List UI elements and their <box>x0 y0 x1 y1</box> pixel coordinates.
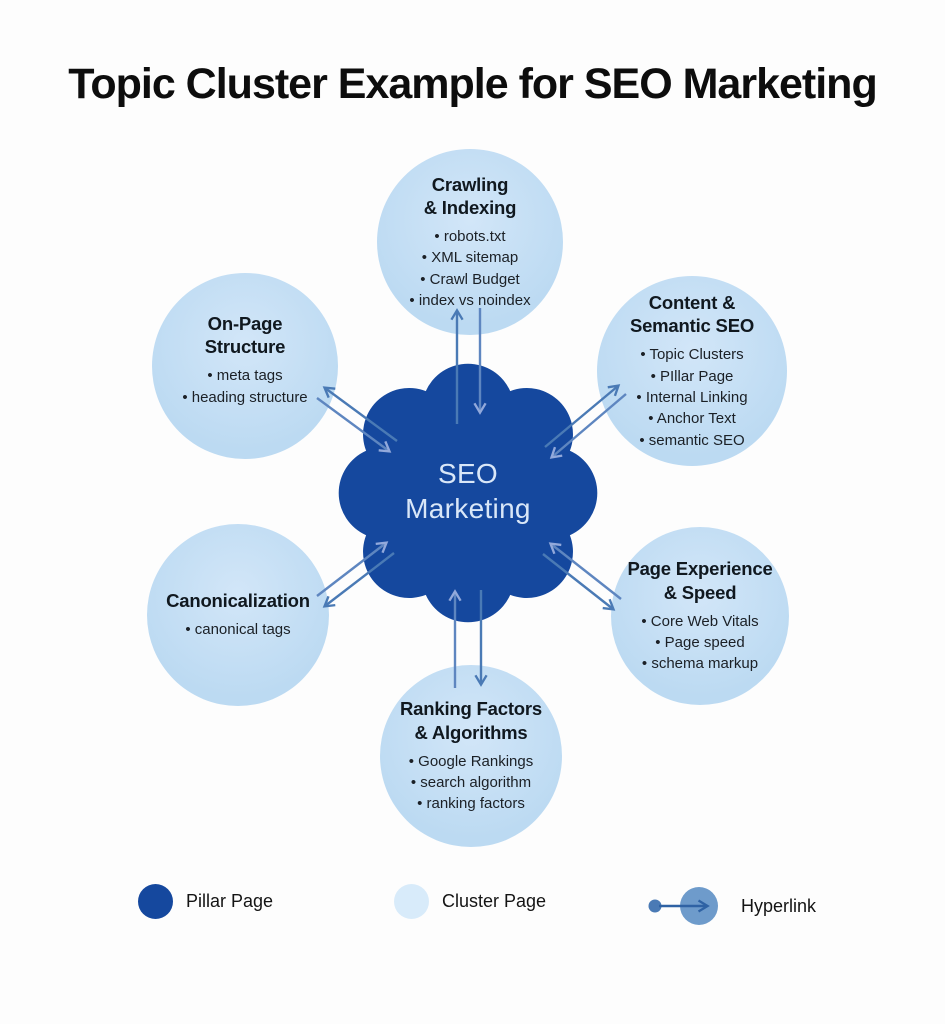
bullet-item: • search algorithm <box>410 773 532 791</box>
pillar-page-label: SEO Marketing <box>405 458 531 524</box>
cluster-content: Page Experience & Speed • Core Web Vital… <box>627 557 772 674</box>
legend-label: Cluster Page <box>442 891 547 911</box>
hyperlink-arrow-in <box>316 541 389 597</box>
cluster-title: Ranking Factors & Algorithms <box>400 698 542 743</box>
bullet-item: • Anchor Text <box>648 410 736 428</box>
bullet-item: • Page speed <box>655 633 745 651</box>
legend-item-cluster-page: Cluster Page <box>394 884 546 919</box>
legend-item-pillar-page: Pillar Page <box>138 884 273 919</box>
link-canonicalization <box>316 541 395 608</box>
cluster-bullet-list: • Google Rankings • search algorithm • ran… <box>400 751 542 815</box>
hyperlink-arrow-in <box>548 542 622 600</box>
bullet-item: • robots.txt <box>434 228 506 246</box>
bullet-item: • canonical tags <box>185 621 291 639</box>
bullet-item: • meta tags <box>207 367 283 385</box>
bullet-item: • Internal Linking <box>636 388 748 406</box>
bullet-item: • Crawl Budget <box>420 270 520 288</box>
cluster-title: Page Experience & Speed <box>627 558 773 603</box>
cluster-title: Crawling & Indexing <box>423 173 517 218</box>
cluster-content: Canonicalization • canonical tags <box>166 589 310 640</box>
cluster-circle-crawling: Crawling & Indexing • robots.txt • XML si… <box>377 149 563 335</box>
cluster-circle-ranking-factors: Ranking Factors & Algorithms • Google Ra… <box>380 665 562 847</box>
hyperlink-arrow-out <box>322 386 398 442</box>
cluster-bullet-list: • meta tags • heading structure <box>182 365 307 408</box>
cluster-title: Canonicalization <box>166 590 310 612</box>
legend-label: Pillar Page <box>186 891 274 911</box>
bullet-item: • Topic Clusters <box>640 346 744 364</box>
bullet-item: • XML sitemap <box>421 249 519 267</box>
cluster-content: Content & Semantic SEO • Topic Clusters•… <box>630 291 754 451</box>
cluster-content: On-Page Structure • meta tags • heading s… <box>182 312 307 408</box>
bullet-item: • heading structure <box>182 388 308 406</box>
cluster-bullet-list: • robots.txt • XML sitemap • Crawl Budget •… <box>409 226 530 311</box>
hyperlink-source-dot <box>648 899 662 913</box>
cluster-title: On-Page Structure <box>204 313 286 358</box>
hyperlink-arrow-out <box>322 552 395 608</box>
cluster-page-swatch-icon <box>394 884 429 919</box>
cluster-title: Content & Semantic SEO <box>629 292 755 337</box>
legend-item-hyperlink: Hyperlink <box>646 884 816 928</box>
cluster-content: Ranking Factors & Algorithms • Google Ra… <box>400 697 542 814</box>
cluster-bullet-list: • Core Web Vitals • Page speed • schema ma… <box>627 611 772 675</box>
cluster-circle-page-experience-speed: Page Experience & Speed • Core Web Vital… <box>611 527 789 705</box>
bullet-item: • ranking factors <box>417 795 525 813</box>
link-page-experience-speed <box>542 542 622 611</box>
pillar-page-swatch-icon <box>138 884 173 919</box>
bullet-item: • Core Web Vitals <box>641 612 759 630</box>
bullet-item: • Google Rankings <box>408 752 534 770</box>
cluster-bullet-list: • canonical tags <box>166 619 310 640</box>
bullet-item: • semantic SEO <box>639 431 745 449</box>
page-title: Topic Cluster Example for SEO Marketing <box>68 60 877 108</box>
legend-label: Hyperlink <box>741 895 817 916</box>
bullet-item: • index vs noindex <box>409 291 531 309</box>
cluster-bullet-list: • Topic Clusters • PIllar Page • Internal … <box>630 344 754 450</box>
hyperlink-swatch-icon <box>648 887 718 925</box>
cluster-circle-content-semantic-seo: Content & Semantic SEO • Topic Clusters•… <box>597 276 787 466</box>
bullet-item: • schema markup <box>641 655 759 673</box>
cluster-circle-canonicalization: Canonicalization • canonical tags <box>147 524 329 706</box>
bullet-item: • PIllar Page <box>650 367 734 385</box>
hyperlink-arrow-out <box>542 553 616 611</box>
cluster-content: Crawling & Indexing • robots.txt • XML si… <box>409 173 530 311</box>
cluster-circle-on-page-structure: On-Page Structure • meta tags • heading s… <box>152 273 338 459</box>
